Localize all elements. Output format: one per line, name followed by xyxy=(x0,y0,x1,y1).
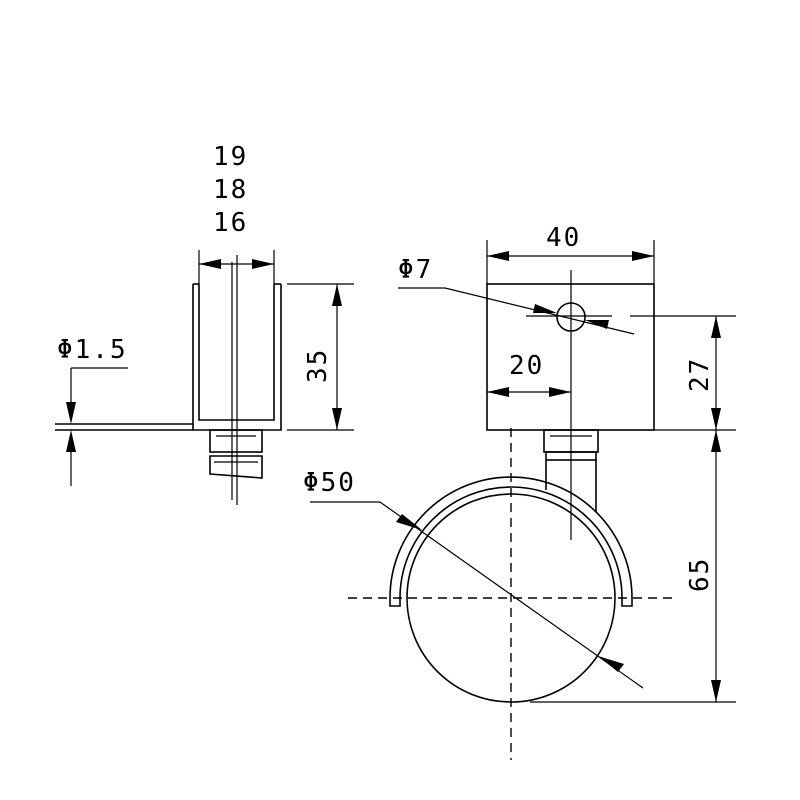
wheel-guard-end-right xyxy=(621,598,633,607)
phi50-leader-diagonal xyxy=(379,501,644,689)
phi7-arrow-right xyxy=(585,320,609,329)
phi50-label: Φ50 xyxy=(303,468,356,498)
h65-label: 65 xyxy=(685,557,715,592)
side-stem-lower xyxy=(209,455,263,479)
h65-arrow-bottom xyxy=(711,680,721,702)
w40-label: 40 xyxy=(546,223,581,253)
phi50-arrow-bottom xyxy=(598,656,624,672)
wheel-guard-inner xyxy=(399,486,623,599)
phi15-arrow-bottom xyxy=(66,430,76,452)
phi7-label: Φ7 xyxy=(398,255,433,285)
width-18-label: 18 xyxy=(213,175,248,205)
width-16-label: 16 xyxy=(213,208,248,238)
side-stem-collar xyxy=(209,429,263,453)
front-view: 40 Φ7 20 27 xyxy=(303,223,736,760)
h27-arrow-top xyxy=(711,316,721,338)
w40-arrow-right xyxy=(632,251,654,261)
phi50-arrow-top xyxy=(396,514,422,530)
width-arrow-right xyxy=(252,259,274,269)
width-19-label: 19 xyxy=(213,142,248,172)
h65-arrow-top xyxy=(711,430,721,452)
phi7-arrow-left xyxy=(533,304,557,313)
h27-arrow-bottom xyxy=(711,408,721,430)
w40-arrow-left xyxy=(487,251,509,261)
phi15-label: Φ1.5 xyxy=(57,335,128,365)
h35-label: 35 xyxy=(303,348,333,383)
phi15-arrow-top xyxy=(66,402,76,424)
wheel-guard-end-left xyxy=(389,598,401,607)
front-stem-body xyxy=(545,460,597,512)
width-arrow-left xyxy=(199,259,221,269)
front-stem-ring xyxy=(545,451,597,461)
d20-label: 20 xyxy=(509,351,544,381)
h35-arrow-bottom xyxy=(332,408,342,430)
h27-label: 27 xyxy=(685,357,715,392)
d20-arrow-right xyxy=(549,387,571,397)
h35-arrow-top xyxy=(332,284,342,306)
side-view: Φ1.5 19 18 16 35 xyxy=(55,142,354,505)
d20-arrow-left xyxy=(487,387,509,397)
